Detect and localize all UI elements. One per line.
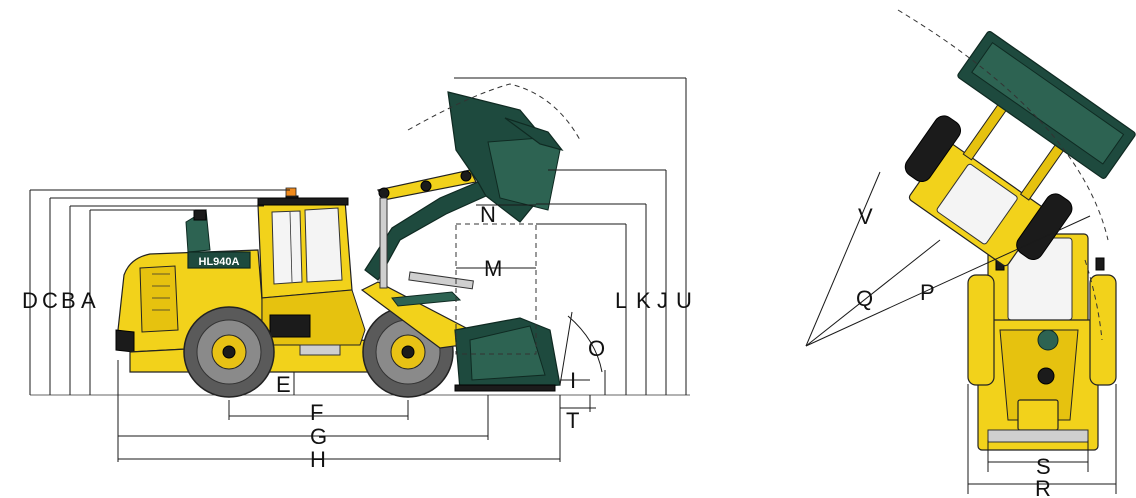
dim-label-s: S: [1036, 454, 1051, 479]
top-view-loader: [897, 9, 1136, 451]
dim-label-t: T: [566, 408, 579, 433]
dim-label-g: G: [310, 424, 327, 449]
dim-label-q: Q: [856, 286, 873, 311]
dim-label-h: H: [310, 447, 326, 472]
dim-label-a: A: [81, 288, 96, 313]
side-view-loader: HL940A: [30, 91, 690, 398]
dim-label-d: D: [22, 288, 38, 313]
dim-label-b: B: [61, 288, 76, 313]
dim-label-c: C: [42, 288, 58, 313]
dim-label-o: O: [588, 336, 605, 361]
dim-label-u: U: [676, 288, 692, 313]
side-view-dimensions: D C B A E F G H I T O M: [22, 77, 692, 472]
dim-label-r: R: [1035, 476, 1051, 498]
dim-label-v: V: [858, 204, 873, 229]
dim-label-l: L: [615, 288, 627, 313]
dim-label-m: M: [484, 256, 502, 281]
dim-label-k: K: [636, 288, 651, 313]
dim-label-i: I: [570, 368, 576, 393]
dim-label-p: P: [920, 280, 935, 305]
dim-label-j: J: [657, 288, 668, 313]
top-view-dimensions: V Q P S R: [805, 171, 1117, 498]
dim-label-e: E: [276, 372, 291, 397]
machine-model-badge: HL940A: [199, 256, 240, 268]
dim-label-n: N: [480, 202, 496, 227]
dim-label-f: F: [310, 400, 323, 425]
